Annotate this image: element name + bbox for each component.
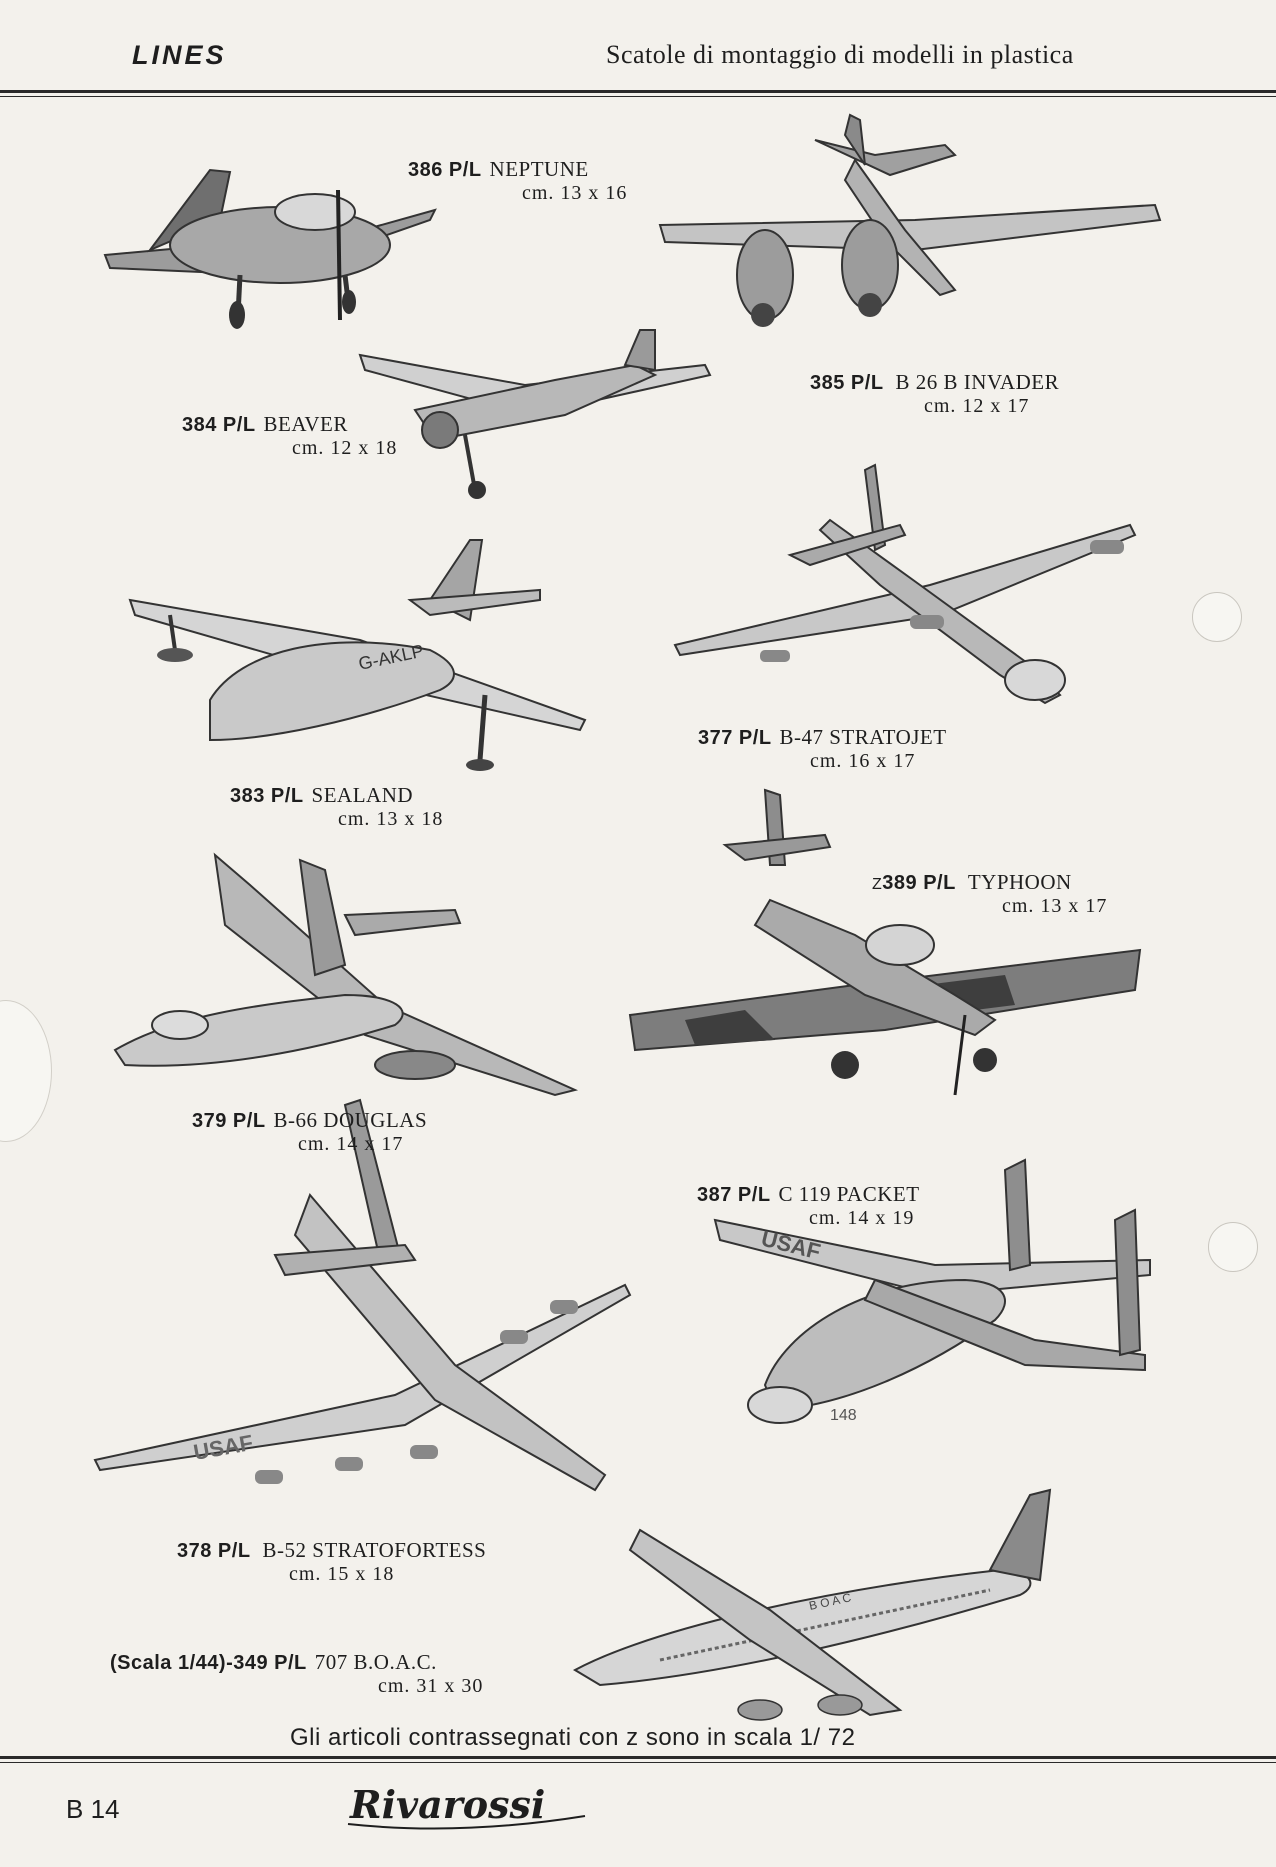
- scale-footnote: Gli articoli contrassegnati con z sono i…: [290, 1724, 856, 1751]
- punch-hole: [1192, 592, 1242, 642]
- item-code: 383 P/L: [230, 785, 304, 807]
- caption-neptune: 386 P/L NEPTUNE cm. 13 x 16: [408, 157, 627, 205]
- caption-b66: 379 P/L B-66 DOUGLAS cm. 14 x 17: [192, 1108, 427, 1156]
- item-name: B 26 B INVADER: [895, 370, 1060, 394]
- typhoon-airplane-image: [625, 788, 1145, 1105]
- page-subtitle: Scatole di montaggio di modelli in plast…: [606, 40, 1074, 69]
- footer-rule: [0, 1756, 1276, 1759]
- b66-airplane-image: [113, 852, 585, 1097]
- caption-sealand: 383 P/L SEALAND cm. 13 x 18: [230, 783, 443, 831]
- item-name: 707 B.O.A.C.: [314, 1650, 437, 1674]
- item-code: 386 P/L: [408, 159, 482, 181]
- item-size: cm. 13 x 17: [1002, 895, 1108, 917]
- item-code: 387 P/L: [697, 1184, 771, 1206]
- logo-text: Rivarossi: [349, 1782, 545, 1827]
- item-code: 385 P/L: [810, 372, 884, 394]
- stratojet-airplane-image: [670, 463, 1140, 710]
- item-code: (Scala 1/44)-349 P/L: [110, 1652, 307, 1674]
- neptune-airplane-image: [100, 150, 440, 330]
- item-code: 378 P/L: [177, 1540, 251, 1562]
- packet-number: 148: [830, 1407, 857, 1424]
- item-size: cm. 13 x 18: [338, 808, 444, 830]
- punch-hole: [0, 1000, 52, 1142]
- item-size: cm. 14 x 19: [809, 1207, 915, 1229]
- item-name: B-66 DOUGLAS: [273, 1108, 428, 1132]
- beaver-airplane-image: [355, 325, 715, 505]
- punch-hole: [1208, 1222, 1258, 1272]
- item-size: cm. 15 x 18: [289, 1563, 395, 1585]
- page-number: B 14: [66, 1794, 120, 1824]
- item-name: TYPHOON: [967, 870, 1072, 894]
- item-size: cm. 12 x 17: [924, 395, 1030, 417]
- item-code: 384 P/L: [182, 414, 256, 436]
- caption-typhoon: Z389 P/L TYPHOON cm. 13 x 17: [872, 870, 1107, 918]
- caption-b52: 378 P/L B-52 STRATOFORTESS cm. 15 x 18: [177, 1538, 486, 1586]
- item-code: 389 P/L: [882, 872, 956, 894]
- caption-stratojet: 377 P/L B-47 STRATOJET cm. 16 x 17: [698, 725, 947, 773]
- boac-707-airplane-image: B O A C: [570, 1488, 1070, 1725]
- brand-title: LINES: [132, 40, 227, 70]
- footer-rule-thin: [0, 1762, 1276, 1763]
- packet-airplane-image: USAF 148: [705, 1158, 1155, 1450]
- item-name: NEPTUNE: [489, 157, 589, 181]
- caption-packet: 387 P/L C 119 PACKET cm. 14 x 19: [697, 1182, 920, 1230]
- header-rule: [0, 90, 1276, 93]
- item-name: B-47 STRATOJET: [779, 725, 947, 749]
- item-code: 377 P/L: [698, 727, 772, 749]
- header-rule-thin: [0, 96, 1276, 97]
- item-size: cm. 13 x 16: [522, 182, 628, 204]
- item-name: BEAVER: [263, 412, 348, 436]
- sealand-airplane-image: G-AKLP: [128, 530, 590, 780]
- item-size: cm. 14 x 17: [298, 1133, 404, 1155]
- caption-boac-707: (Scala 1/44)-349 P/L 707 B.O.A.C. cm. 31…: [110, 1650, 483, 1698]
- b52-airplane-image: USAF: [93, 1098, 635, 1495]
- usaf-marking: USAF: [192, 1430, 255, 1465]
- item-size: cm. 16 x 17: [810, 750, 916, 772]
- item-name: B-52 STRATOFORTESS: [262, 1538, 487, 1562]
- item-name: C 119 PACKET: [778, 1182, 920, 1206]
- item-code: 379 P/L: [192, 1110, 266, 1132]
- item-size: cm. 31 x 30: [378, 1675, 484, 1697]
- caption-invader: 385 P/L B 26 B INVADER cm. 12 x 17: [810, 370, 1059, 418]
- item-size: cm. 12 x 18: [292, 437, 398, 459]
- item-name: SEALAND: [311, 783, 414, 807]
- caption-beaver: 384 P/L BEAVER cm. 12 x 18: [182, 412, 397, 460]
- invader-airplane-image: [655, 113, 1165, 340]
- scale-marker: Z: [872, 876, 883, 893]
- rivarossi-logo: Rivarossi: [340, 1776, 600, 1841]
